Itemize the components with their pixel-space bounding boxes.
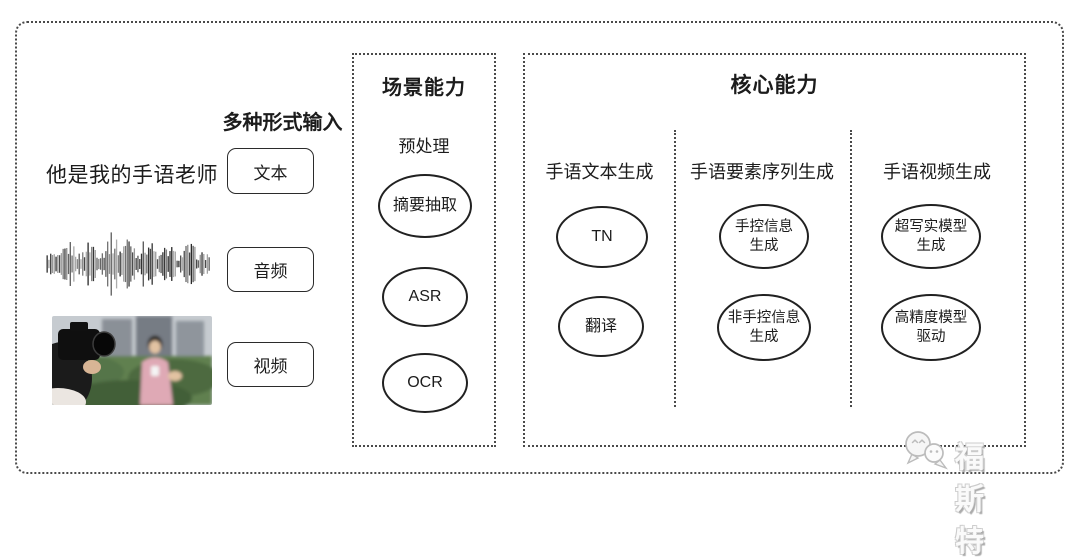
core-panel-title: 核心能力: [730, 74, 819, 97]
node-non-manual-info-generation: 非手控信息 生成: [717, 294, 811, 361]
camera-scene-graphic: [52, 316, 212, 405]
input-box-text: 文本: [227, 148, 314, 194]
column-header-sign-text: 手语文本生成: [545, 162, 654, 182]
audio-waveform-icon: [46, 232, 210, 296]
preprocess-label: 预处理: [398, 137, 450, 156]
input-section-title: 多种形式输入: [222, 112, 343, 134]
node-translate: 翻译: [558, 296, 644, 357]
sample-sentence: 他是我的手语老师: [46, 164, 218, 187]
node-hyperrealistic-model-generation: 超写实模型 生成: [881, 204, 981, 269]
column-header-sign-video: 手语视频生成: [883, 162, 991, 182]
input-box-video-label: 视频: [253, 357, 288, 376]
input-box-audio-label: 音频: [253, 262, 288, 281]
video-thumbnail-image: [52, 316, 212, 405]
column-separator: [674, 130, 676, 407]
input-box-text-label: 文本: [253, 163, 288, 183]
watermark-text: 福斯特: [955, 442, 989, 558]
node-high-precision-model-driving: 高精度模型 驱动: [881, 294, 981, 361]
node-ocr: OCR: [382, 353, 468, 413]
column-separator: [850, 130, 852, 407]
scene-capability-panel: 场景能力 预处理 摘要抽取 ASR OCR: [352, 53, 496, 447]
node-asr: ASR: [382, 267, 468, 327]
input-box-video: 视频: [227, 342, 314, 387]
core-capability-panel: 核心能力 手语文本生成 手语要素序列生成 手语视频生成 TN 翻译 手控信息 生…: [523, 53, 1026, 447]
node-tn: TN: [556, 206, 648, 268]
scene-panel-title: 场景能力: [382, 77, 466, 99]
outer-dotted-frame: [15, 21, 1064, 474]
wechat-icon: [905, 431, 948, 470]
node-summary-extraction: 摘要抽取: [378, 174, 472, 238]
column-header-sign-element-sequence: 手语要素序列生成: [690, 162, 834, 182]
node-manual-info-generation: 手控信息 生成: [719, 204, 809, 269]
input-box-audio: 音频: [227, 247, 314, 292]
